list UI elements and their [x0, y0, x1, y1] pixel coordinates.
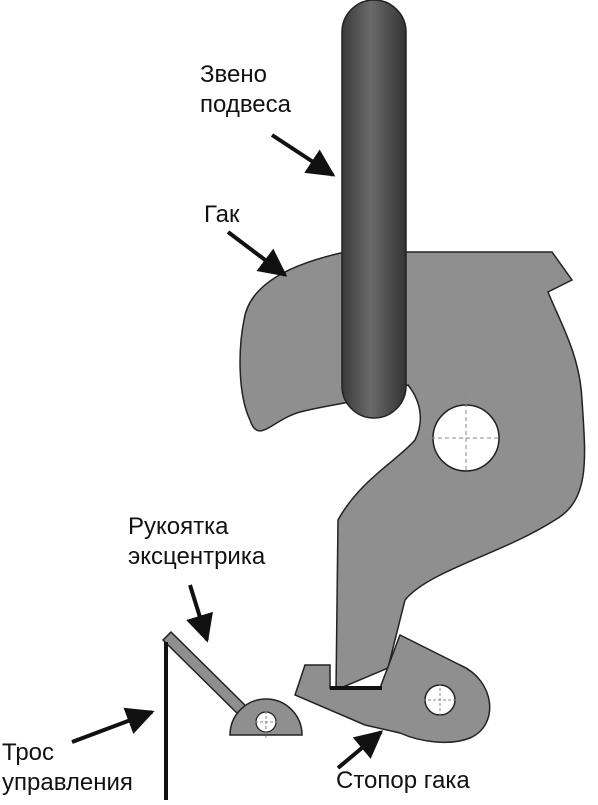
- suspension-link: [341, 0, 407, 419]
- hook-body: [239, 251, 586, 692]
- label-control-cable: Трос управления: [2, 738, 133, 798]
- label-cam-handle: Рукоятка эксцентрика: [128, 512, 265, 572]
- label-hook-stop-line1: Стопор гака: [336, 767, 470, 794]
- label-cam-handle-line1: Рукоятка: [128, 513, 229, 540]
- label-hook: Гак: [204, 200, 240, 230]
- arrow-suspension-link: [270, 133, 336, 177]
- label-cam-handle-line2: эксцентрика: [128, 543, 266, 570]
- arrow-hook-stop: [336, 730, 384, 770]
- arrow-hook: [226, 230, 288, 277]
- label-suspension-link-line2: подвеса: [200, 91, 291, 118]
- label-suspension-link: Звено подвеса: [200, 60, 291, 120]
- arrow-control-cable: [71, 707, 155, 744]
- label-hook-line1: Гак: [204, 201, 240, 228]
- label-control-cable-line2: управления: [2, 769, 133, 796]
- label-hook-stop: Стопор гака: [336, 766, 470, 796]
- label-control-cable-line1: Трос: [2, 739, 55, 766]
- label-suspension-link-line1: Звено: [200, 61, 267, 88]
- arrow-cam-handle: [186, 584, 213, 643]
